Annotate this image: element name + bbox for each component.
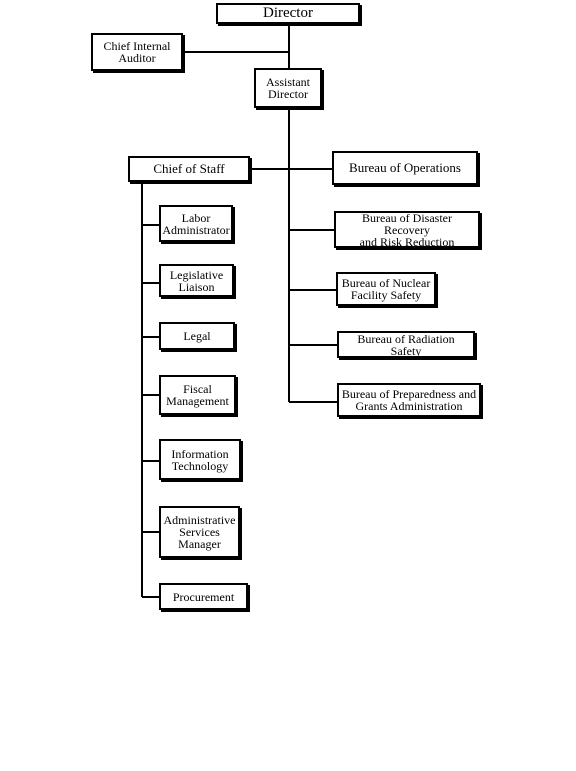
assistant-director-label: Assistant Director xyxy=(265,75,310,101)
staff-unit-label: Labor Administrator xyxy=(162,210,230,237)
chief-internal-auditor-label: Chief Internal Auditor xyxy=(103,39,171,65)
box-administrative-services-manager: Administrative Services Manager xyxy=(159,506,240,558)
staff-unit-label: Legal xyxy=(183,329,211,343)
staff-unit-label: Administrative Services Manager xyxy=(163,513,236,551)
bureau-label: Bureau of Disaster Recovery and Risk Red… xyxy=(359,210,455,249)
box-legal: Legal xyxy=(159,322,235,350)
box-bureau-radiation-safety: Bureau of Radiation Safety xyxy=(337,331,475,358)
box-bureau-nuclear-facility-safety: Bureau of Nuclear Facility Safety xyxy=(336,272,436,306)
bureau-label: Bureau of Nuclear Facility Safety xyxy=(341,276,431,302)
staff-unit-label: Procurement xyxy=(172,589,235,604)
director-label: Director xyxy=(263,5,313,21)
chief-of-staff-label: Chief of Staff xyxy=(153,161,225,176)
box-chief-internal-auditor: Chief Internal Auditor xyxy=(91,33,183,71)
box-bureau-disaster-recovery: Bureau of Disaster Recovery and Risk Red… xyxy=(334,211,480,248)
box-assistant-director: Assistant Director xyxy=(254,68,322,108)
bureau-label: Bureau of Preparedness and Grants Admini… xyxy=(341,387,477,413)
staff-unit-label: Fiscal Management xyxy=(166,382,229,408)
box-bureau-of-operations: Bureau of Operations xyxy=(332,151,478,185)
box-legislative-liaison: Legislative Liaison xyxy=(159,264,234,297)
box-chief-of-staff: Chief of Staff xyxy=(128,156,250,182)
box-fiscal-management: Fiscal Management xyxy=(159,375,236,415)
box-director: Director xyxy=(216,3,360,24)
box-procurement: Procurement xyxy=(159,583,248,610)
bureau-label: Bureau of Radiation Safety xyxy=(357,331,455,358)
box-labor-administrator: Labor Administrator xyxy=(159,205,233,242)
staff-unit-label: Legislative Liaison xyxy=(169,267,224,294)
bureau-label: Bureau of Operations xyxy=(349,160,461,175)
box-bureau-preparedness-grants: Bureau of Preparedness and Grants Admini… xyxy=(337,383,481,417)
staff-unit-label: Information Technology xyxy=(171,446,229,473)
box-information-technology: Information Technology xyxy=(159,439,241,480)
